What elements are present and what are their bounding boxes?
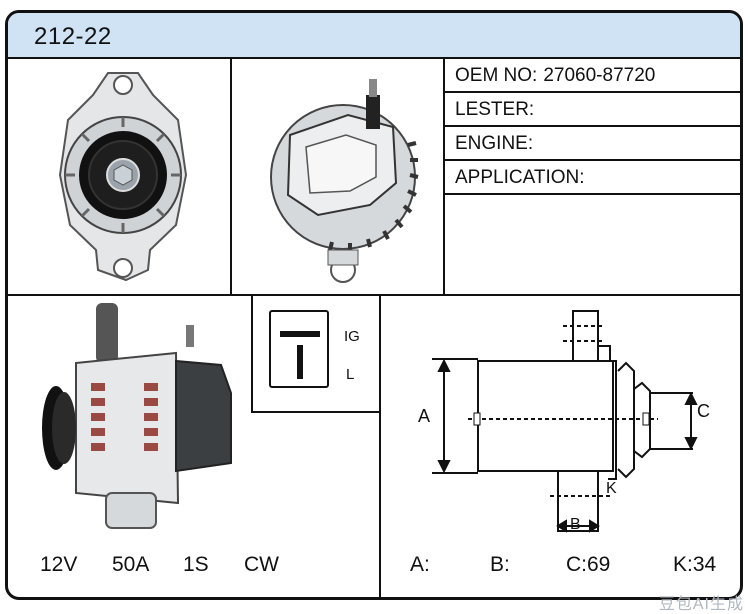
application-label: APPLICATION: <box>455 167 585 188</box>
connector-l-label: L <box>346 366 355 383</box>
oem-label: OEM NO: <box>455 65 538 86</box>
diagram-label-c: C <box>697 401 710 421</box>
alternator-front-image <box>58 72 188 282</box>
diagram-label-b: B <box>570 516 581 533</box>
product-card: 212-22 OEM NO:27060-87720 LESTER: ENGINE… <box>5 10 743 600</box>
lester-label: LESTER: <box>455 99 535 120</box>
engine-label: ENGINE: <box>455 133 534 154</box>
vertical-divider-top-left <box>230 59 232 295</box>
spec-voltage: 12V <box>40 553 78 576</box>
connector-box-left <box>251 295 253 413</box>
diagram-label-a: A <box>418 406 431 426</box>
dim-c: C:69 <box>566 553 611 576</box>
dim-a: A: <box>410 553 430 576</box>
diagram-label-k: K <box>606 480 617 497</box>
spec-amperage: 50A <box>112 553 150 576</box>
card-header: 212-22 <box>8 13 740 59</box>
lester-row: LESTER: <box>445 93 740 127</box>
horizontal-divider <box>8 294 740 296</box>
spec-rotation: CW <box>244 553 279 576</box>
oem-row: OEM NO:27060-87720 <box>445 59 740 93</box>
alternator-rear-image <box>270 79 419 283</box>
engine-row: ENGINE: <box>445 127 740 161</box>
connector-plug-diagram <box>269 310 329 388</box>
watermark: 豆包AI生成 <box>658 596 744 613</box>
application-row: APPLICATION: <box>445 161 740 195</box>
part-number-title: 212-22 <box>34 23 112 50</box>
connector-ig-label: IG <box>344 328 360 345</box>
vertical-divider-bottom <box>379 295 381 597</box>
vertical-divider-top-right <box>443 59 445 295</box>
dim-b: B: <box>490 553 510 576</box>
spec-pulley: 1S <box>183 553 209 576</box>
dimension-drawing <box>432 310 698 533</box>
dim-k: K:34 <box>673 553 717 576</box>
connector-box-bottom <box>251 411 381 413</box>
oem-value: 27060-87720 <box>543 65 656 86</box>
alternator-side-image <box>42 303 232 529</box>
